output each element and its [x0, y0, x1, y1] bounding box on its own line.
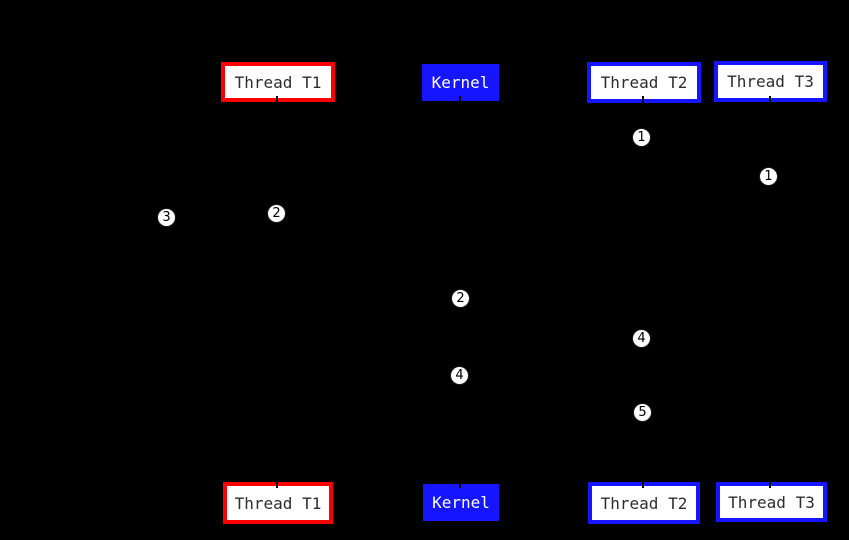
step-number: 1 — [637, 130, 646, 145]
step-number: 1 — [764, 169, 773, 184]
participant-label: Kernel — [431, 73, 490, 92]
participant-box-kernel-bottom: Kernel — [423, 484, 499, 521]
lifeline-thread-t3 — [769, 96, 771, 488]
participant-label: Thread T1 — [234, 493, 322, 513]
participant-label: Kernel — [432, 493, 490, 512]
participant-label: Thread T2 — [600, 493, 688, 513]
step-marker-1-thread-t2: 1 — [632, 128, 651, 147]
step-number: 2 — [272, 206, 281, 221]
participant-box-thread-t2-top: Thread T2 — [587, 62, 701, 103]
participant-label: Thread T2 — [600, 73, 688, 92]
step-number: 4 — [455, 368, 464, 383]
step-marker-1-thread-t3: 1 — [759, 167, 778, 186]
step-marker-4-kernel: 4 — [450, 366, 469, 385]
step-marker-2-kernel: 2 — [451, 289, 470, 308]
participant-box-kernel-top: Kernel — [422, 64, 499, 101]
step-number: 3 — [162, 210, 171, 225]
step-number: 2 — [456, 291, 465, 306]
lifeline-thread-t2 — [642, 96, 644, 488]
step-marker-2-thread-t1: 2 — [267, 204, 286, 223]
participant-box-thread-t2-bottom: Thread T2 — [588, 482, 700, 524]
participant-label: Thread T3 — [727, 72, 814, 91]
participant-box-thread-t3-bottom: Thread T3 — [716, 482, 827, 522]
participant-box-thread-t1-top: Thread T1 — [221, 62, 335, 102]
step-number: 4 — [637, 331, 646, 346]
lifeline-thread-t1 — [276, 96, 278, 488]
participant-box-thread-t1-bottom: Thread T1 — [223, 482, 333, 524]
participant-label: Thread T1 — [234, 72, 322, 92]
step-marker-5-thread-t2: 5 — [633, 403, 652, 422]
step-number: 5 — [638, 405, 647, 420]
participant-label: Thread T3 — [728, 492, 815, 512]
step-marker-4-thread-t2: 4 — [632, 329, 651, 348]
step-marker-3-left: 3 — [157, 208, 176, 227]
